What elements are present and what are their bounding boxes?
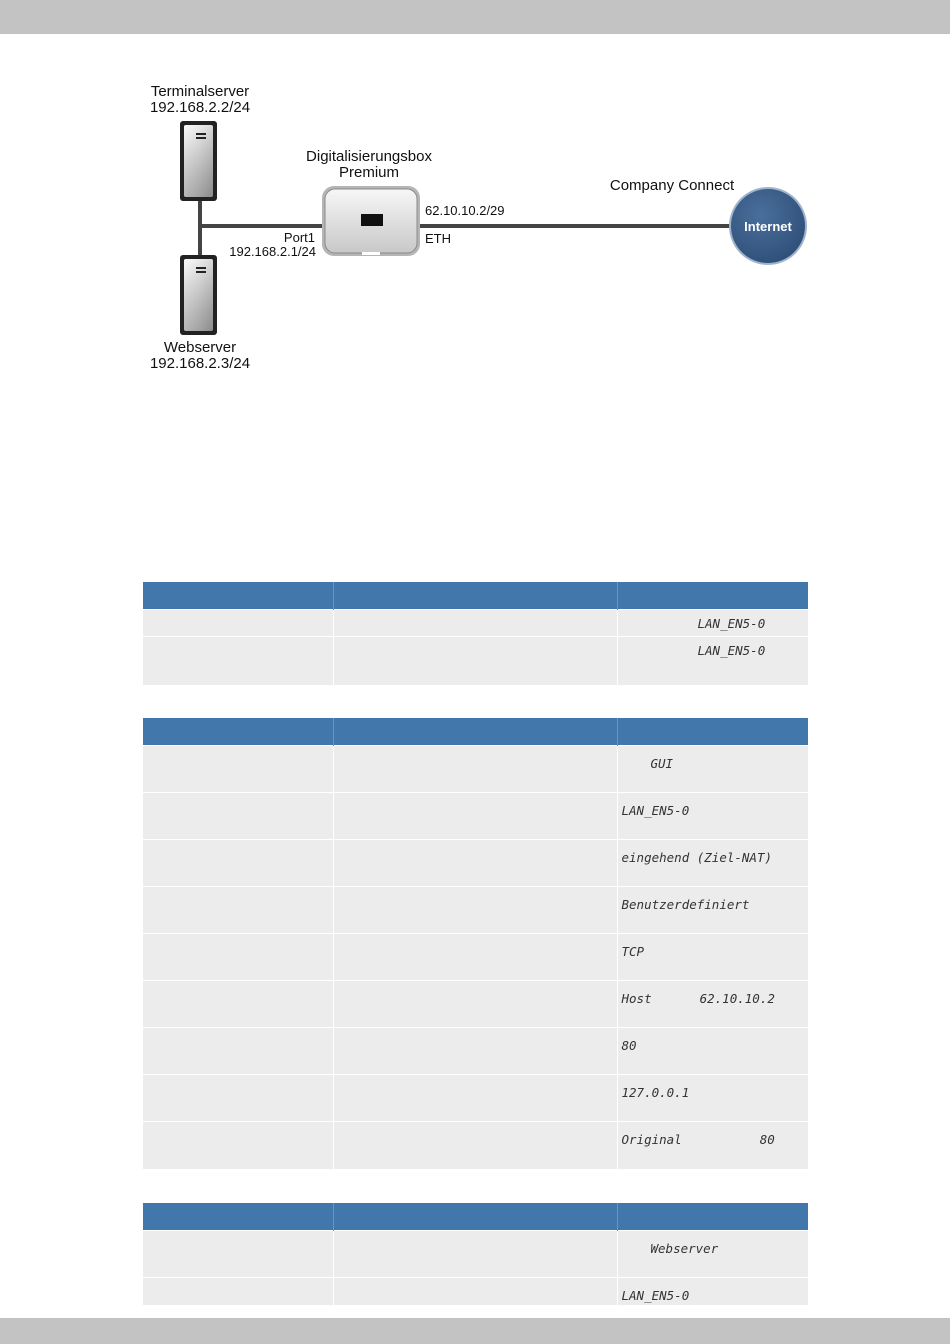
table-row: GUI xyxy=(143,745,808,793)
value-cell: GUI xyxy=(650,756,674,771)
table-header-cell xyxy=(617,582,808,610)
value-cell: Original xyxy=(621,1132,682,1147)
table-1: LAN_EN5-0 LAN_EN5-0 xyxy=(143,582,808,685)
webserver-name: Webserver xyxy=(164,339,236,356)
table-row: Original 80 xyxy=(143,1121,808,1169)
value-cell: TCP xyxy=(621,944,645,959)
table-row: 80 xyxy=(143,1027,808,1075)
value-cell: eingehend (Ziel-NAT) xyxy=(621,850,773,865)
table-header-cell xyxy=(333,718,618,746)
webserver-icon xyxy=(180,255,217,335)
table-3: Webserver LAN_EN5-0 xyxy=(143,1203,808,1305)
table-row: LAN_EN5-0 xyxy=(143,609,808,637)
table-row: TCP xyxy=(143,933,808,981)
terminalserver-name: Terminalserver xyxy=(151,83,249,100)
internet-label: Internet xyxy=(744,219,792,234)
bottom-bar xyxy=(0,1318,950,1344)
value-cell: LAN_EN5-0 xyxy=(621,1288,690,1303)
terminalserver-ip: 192.168.2.2/24 xyxy=(150,99,250,116)
company-connect-label: Company Connect xyxy=(610,177,735,194)
table-row: 127.0.0.1 xyxy=(143,1074,808,1122)
table-header-cell xyxy=(333,582,618,610)
table-row: LAN_EN5-0 xyxy=(143,792,808,840)
network-diagram: Terminalserver 192.168.2.2/24 Webserver … xyxy=(150,83,807,372)
value-cell: Benutzerdefiniert xyxy=(621,897,750,912)
router-name-line1: Digitalisierungsbox xyxy=(306,148,432,165)
top-bar xyxy=(0,0,950,34)
wan-port: ETH xyxy=(425,231,451,246)
table-row: eingehend (Ziel-NAT) xyxy=(143,839,808,887)
value-cell: LAN_EN5-0 xyxy=(621,803,690,818)
value-cell: LAN_EN5-0 xyxy=(697,616,766,631)
internet-icon xyxy=(729,187,807,265)
router-icon xyxy=(322,186,420,256)
value-cell: 80 xyxy=(621,1038,637,1053)
router-name-line2: Premium xyxy=(339,164,399,181)
table-row: Webserver xyxy=(143,1230,808,1278)
webserver-ip: 192.168.2.3/24 xyxy=(150,355,250,372)
table-row: Host 62.10.10.2 xyxy=(143,980,808,1028)
value-cell: LAN_EN5-0 xyxy=(697,643,766,658)
table-header-cell xyxy=(143,582,334,610)
table-row: Benutzerdefiniert xyxy=(143,886,808,934)
table-2: GUI LAN_EN5-0 eingehend (Ziel-NAT) Benut… xyxy=(143,718,808,1169)
table-header-cell xyxy=(617,718,808,746)
port1-ip: 192.168.2.1/24 xyxy=(229,244,316,259)
value-cell: 127.0.0.1 xyxy=(621,1085,690,1100)
terminalserver-icon xyxy=(180,121,217,201)
table-header-cell xyxy=(143,718,334,746)
table-header-cell xyxy=(617,1203,808,1231)
value-cell-2: 62.10.10.2 xyxy=(699,991,775,1006)
value-cell: Webserver xyxy=(650,1241,719,1256)
table-row: LAN_EN5-0 xyxy=(143,636,808,685)
table-header-cell xyxy=(333,1203,618,1231)
wan-ip: 62.10.10.2/29 xyxy=(425,203,505,218)
port1-name: Port1 xyxy=(284,230,315,245)
table-header-cell xyxy=(143,1203,334,1231)
value-cell-2: 80 xyxy=(759,1132,775,1147)
table-row: LAN_EN5-0 xyxy=(143,1277,808,1305)
value-cell: Host xyxy=(621,991,652,1006)
